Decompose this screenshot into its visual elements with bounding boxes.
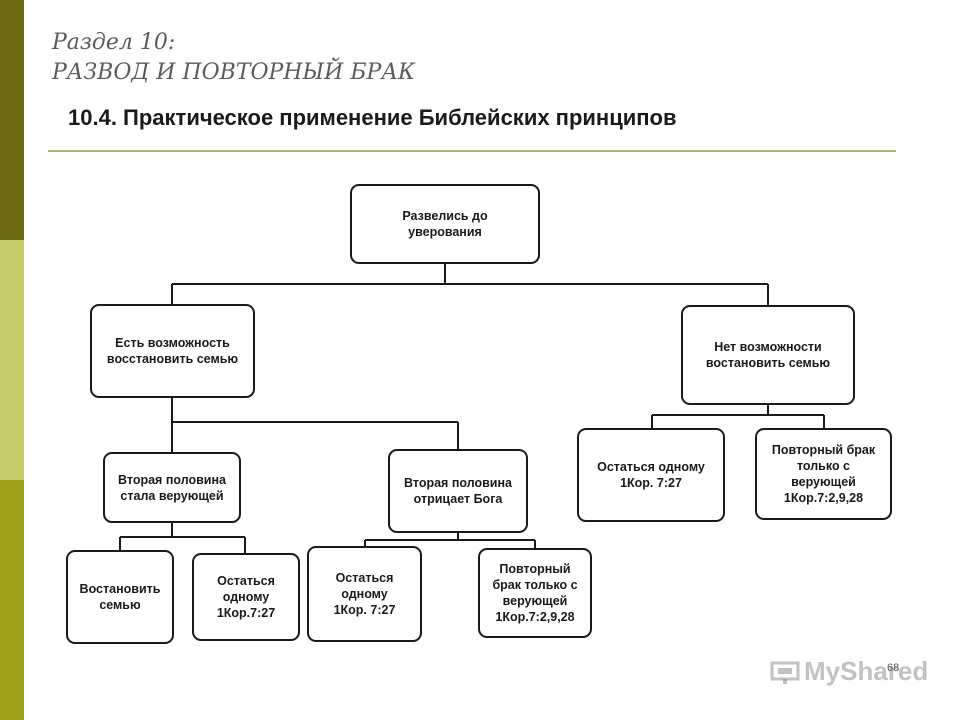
stay-single-middle-box: Остаться одному 1Кор. 7:27 xyxy=(307,546,422,642)
remarry-right-box: Повторный брак только с верующей 1Кор.7:… xyxy=(755,428,892,520)
right-branch-box: Нет возможности востановить семью xyxy=(681,305,855,405)
watermark: MyShared xyxy=(770,656,928,687)
section-number: Раздел 10: xyxy=(52,30,176,55)
slide-title: 10.4. Практическое применение Библейских… xyxy=(68,105,677,130)
presentation-icon xyxy=(770,661,800,684)
believer-spouse-box: Вторая половина стала верующей xyxy=(103,452,241,523)
title-divider xyxy=(48,150,896,152)
left-branch-box: Есть возможность восстановить семью xyxy=(90,304,255,398)
section-title: РАЗВОД И ПОВТОРНЫЙ БРАК xyxy=(52,60,415,85)
side-bar-bottom xyxy=(0,480,24,720)
page-number: 68 xyxy=(887,662,900,674)
side-bar-top xyxy=(0,0,24,240)
root-box: Развелись до уверования xyxy=(350,184,540,264)
denying-spouse-box: Вторая половина отрицает Бога xyxy=(388,449,528,533)
restore-family-box: Востановить семью xyxy=(66,550,174,644)
watermark-text: MyShared xyxy=(804,656,929,686)
stay-single-right-box: Остаться одному 1Кор. 7:27 xyxy=(577,428,725,522)
stay-single-left-box: Остаться одному 1Кор.7:27 xyxy=(192,553,300,641)
remarry-middle-box: Повторный брак только с верующей 1Кор.7:… xyxy=(478,548,592,638)
side-bar-middle xyxy=(0,240,24,480)
